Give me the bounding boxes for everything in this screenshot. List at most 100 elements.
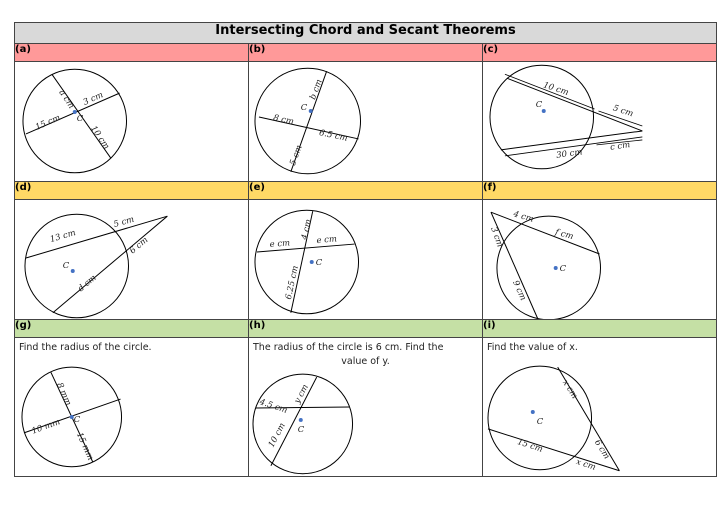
figure-e-diagram: C 4 cm e cm e cm 6.25 cm (254, 209, 360, 315)
measure: x cm (575, 456, 597, 472)
center-point (72, 110, 77, 115)
figure-g: Find the radius of the circle. C 8 mm 10… (14, 337, 249, 477)
measure: 6 cm (593, 438, 613, 461)
measure: 13 cm (49, 227, 77, 244)
label-g: (g) (14, 319, 249, 338)
measure: 10 mm (30, 416, 61, 435)
circle (252, 373, 354, 475)
problem-prompt-line: The radius of the circle is 6 cm. Find t… (253, 342, 444, 353)
measure: a cm (57, 88, 77, 111)
label-h: (h) (248, 319, 483, 338)
measure: 30 cm (556, 146, 583, 160)
label-i: (i) (481, 319, 718, 338)
figure-c: C 10 cm 5 cm 30 cm c cm (481, 61, 718, 182)
chord (290, 211, 314, 313)
center-point (553, 265, 558, 270)
center-label: C (74, 414, 81, 424)
center-label: C (560, 263, 567, 273)
figure-a-diagram: C a cm 3 cm 15 cm 10 cm (22, 68, 128, 174)
measure: x cm (561, 378, 580, 400)
dimension-arrow (596, 139, 643, 146)
center-label: C (316, 257, 323, 267)
circle (254, 209, 360, 315)
center-label: C (63, 260, 70, 270)
center-point (308, 109, 313, 114)
label-a: (a) (14, 43, 249, 62)
figure-f: C 4 cm f cm 3 cm 9 cm (481, 199, 718, 320)
chord (25, 92, 120, 135)
figure-c-diagram: C 10 cm 5 cm 30 cm c cm (489, 64, 643, 170)
measure: 9 cm (511, 279, 529, 302)
circle (487, 365, 593, 471)
figure-d: C 13 cm 5 cm 6 cm d cm (14, 199, 249, 320)
measure: 10 cm (266, 421, 287, 449)
center-point (69, 414, 74, 419)
circle (489, 64, 595, 170)
problem-prompt: Find the value of x. (487, 342, 578, 353)
circle (24, 213, 130, 319)
measure: 8 mm (55, 381, 74, 407)
dimension-arrow (504, 73, 595, 110)
measure: 5 cm (287, 144, 304, 167)
problem-prompt-line: value of y. (341, 356, 390, 367)
dimension-arrow (598, 110, 643, 127)
figure-d-diagram: C 13 cm 5 cm 6 cm d cm (24, 213, 168, 319)
label-c: (c) (481, 43, 718, 62)
circle (22, 68, 128, 174)
chord-extension (25, 215, 168, 259)
label-b: (b) (248, 43, 483, 62)
label-f: (f) (481, 181, 718, 200)
measure: 4 cm (299, 218, 313, 241)
figure-h: The radius of the circle is 6 cm. Find t… (248, 337, 483, 477)
center-point (541, 109, 546, 114)
measure: f cm (553, 226, 575, 241)
secant (500, 130, 643, 151)
figure-b-diagram: C b cm 8 cm 6.5 cm 5 cm (254, 67, 362, 175)
worksheet-title: Intersecting Chord and Secant Theorems (13, 22, 718, 44)
dimension-arrow (504, 136, 643, 157)
measure: e cm (316, 233, 337, 245)
figure-b: C b cm 8 cm 6.5 cm 5 cm (248, 61, 483, 182)
circle (21, 366, 123, 468)
center-label: C (536, 99, 543, 109)
secant (557, 366, 620, 471)
center-point (530, 409, 535, 414)
secant (490, 211, 600, 255)
chord (256, 243, 355, 253)
center-label: C (301, 102, 308, 112)
figure-g-diagram: C 8 mm 10 mm 15 mm (21, 366, 123, 468)
chord (270, 376, 318, 466)
chord (290, 71, 328, 172)
measure: 10 cm (89, 123, 112, 150)
figure-e: C 4 cm e cm e cm 6.25 cm (248, 199, 483, 320)
center-point (70, 268, 75, 273)
figure-i-diagram: C x cm 6 cm 15 cm x cm (487, 365, 620, 472)
figure-i: Find the value of x. C x cm 6 cm 15 cm x… (481, 337, 718, 477)
problem-prompt: The radius of the circle is 6 cm. Find t… (253, 341, 478, 369)
measure: 4.5 cm (257, 396, 289, 415)
measure: 6.5 cm (318, 127, 348, 143)
chord (255, 406, 350, 409)
center-point (298, 417, 303, 422)
measure: y cm (291, 382, 310, 405)
measure: c cm (609, 139, 630, 152)
figure-f-diagram: C 4 cm f cm 3 cm 9 cm (489, 208, 601, 319)
center-label: C (537, 416, 544, 426)
measure: 6 cm (127, 235, 149, 256)
chord (258, 116, 359, 140)
problem-prompt: Find the radius of the circle. (19, 342, 152, 353)
figure-a: C a cm 3 cm 15 cm 10 cm (14, 61, 249, 182)
measure: e cm (269, 237, 290, 249)
figure-h-diagram: C y cm 4.5 cm 10 cm (252, 373, 354, 475)
center-point (309, 259, 314, 264)
measure: b cm (307, 78, 324, 101)
circle (254, 67, 362, 175)
secant (506, 77, 643, 132)
measure: d cm (76, 272, 98, 293)
secant (487, 428, 620, 472)
measure: 8 cm (272, 112, 294, 126)
measure: 3 cm (489, 225, 506, 248)
chord (51, 73, 111, 159)
center-label: C (77, 113, 84, 123)
measure: 15 cm (34, 112, 62, 132)
